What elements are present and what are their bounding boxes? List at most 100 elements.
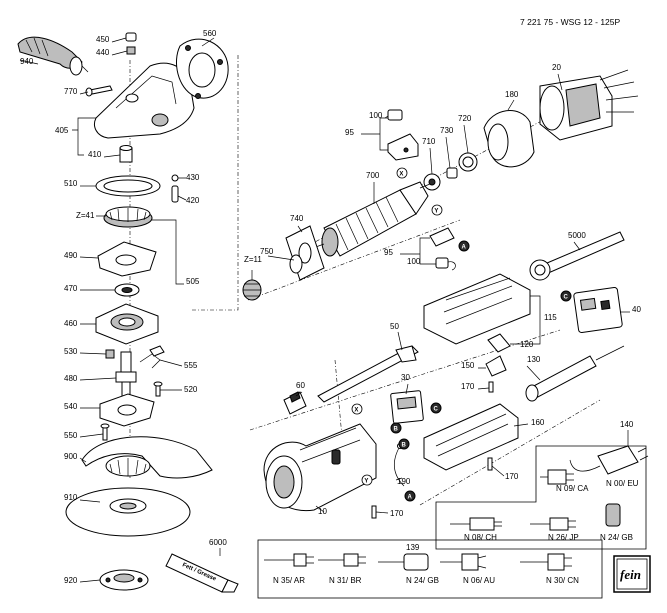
- plug-variants-box-bottom: [257, 539, 603, 599]
- connection-marker-b2: B: [398, 438, 410, 450]
- clamping-nut-920: [99, 569, 149, 591]
- part-label-60: 60: [296, 381, 305, 390]
- part-label-420: 420: [186, 196, 200, 205]
- part-label-920: 920: [64, 576, 78, 585]
- part-label-120: 120: [520, 340, 534, 349]
- part-label-730: 730: [440, 126, 454, 135]
- diagram-title: 7 221 75 - WSG 12 - 125P: [520, 17, 620, 27]
- part-label-150: 150: [461, 361, 475, 370]
- part-label-20: 20: [552, 63, 561, 72]
- screw-550: [100, 423, 110, 441]
- bevel-gear-z41: [103, 206, 153, 228]
- seal-ring-510: [95, 175, 161, 197]
- washer-750: [289, 254, 303, 274]
- gear-housing-405: [94, 62, 195, 139]
- motor-housing-10: [263, 423, 377, 512]
- part-label-520: 520: [184, 385, 198, 394]
- leader-lines: [19, 37, 630, 583]
- plug-label-n08ch: N 08/ CH: [464, 533, 497, 542]
- part-label-190: 190: [397, 477, 411, 486]
- part-label-530: 530: [64, 347, 78, 356]
- stator-20: [539, 69, 639, 141]
- plug-label-n09ca: N 09/ CA: [556, 484, 589, 493]
- ref-marker-x-2: [351, 403, 363, 415]
- part-label-450: 450: [96, 35, 110, 44]
- part-label-510: 510: [64, 179, 78, 188]
- screw-530: [105, 349, 115, 359]
- switch-40: [573, 287, 623, 333]
- part-label-10: 10: [318, 507, 327, 516]
- part-label-405: 405: [55, 126, 69, 135]
- part-label-95: 95: [345, 128, 354, 137]
- lock-spring-555: [139, 345, 165, 369]
- part-label-910: 910: [64, 493, 78, 502]
- slide-switch-bar-50: [317, 345, 419, 403]
- part-label-100: 100: [369, 111, 383, 120]
- pinion-z11: [242, 279, 262, 301]
- plug-variants-box-right: [435, 445, 647, 550]
- gasket-560: [176, 38, 229, 99]
- part-label-900: 900: [64, 452, 78, 461]
- plug-label-n31br: N 31/ BR: [329, 576, 362, 585]
- part-label-z11: Z=11: [244, 255, 262, 264]
- part-label-170: 170: [505, 472, 519, 481]
- grinding-disc-910: [65, 487, 191, 537]
- part-number-labels: 940450440560770405410430510420Z=41490505…: [20, 29, 641, 585]
- part-label-100: 100: [407, 257, 421, 266]
- part-label-700: 700: [366, 171, 380, 180]
- screw-770: [85, 85, 113, 97]
- part-label-410: 410: [88, 150, 102, 159]
- flange-540: [99, 393, 155, 427]
- part-label-6000: 6000: [209, 538, 227, 547]
- part-label-130: 130: [527, 355, 541, 364]
- part-label-480: 480: [64, 374, 78, 383]
- cable-130: [525, 345, 625, 402]
- part-label-540: 540: [64, 402, 78, 411]
- bearing-flange-460: [95, 303, 159, 345]
- ref-marker-x-0: [396, 167, 408, 179]
- ref-marker-label-y: Y: [434, 209, 438, 215]
- part-label-750: 750: [260, 247, 274, 256]
- brush-holder-95b: [429, 227, 456, 271]
- clamp-150: [485, 355, 507, 377]
- plug-label-n24gb: N 24/ GB: [600, 533, 633, 542]
- cover-115: [423, 273, 531, 345]
- connection-marker-a1: A: [458, 240, 470, 252]
- plug-label-n00eu: N 00/ EU: [606, 479, 639, 488]
- ref-marker-label-y: Y: [364, 479, 368, 485]
- part-label-740: 740: [290, 214, 304, 223]
- part-label-505: 505: [186, 277, 200, 286]
- plug-label-n24gb: N 24/ GB: [406, 576, 439, 585]
- screw-170: [488, 381, 494, 393]
- spring-420: [171, 185, 179, 203]
- part-label-460: 460: [64, 319, 78, 328]
- part-label-30: 30: [401, 373, 410, 382]
- cable-plug-140: [569, 445, 649, 475]
- clip-120: [487, 333, 511, 353]
- part-label-95: 95: [384, 248, 393, 257]
- part-label-490: 490: [64, 251, 78, 260]
- part-label-5000: 5000: [568, 231, 586, 240]
- brush-holder-95: [387, 109, 419, 161]
- plug-label-139: 139: [406, 543, 420, 552]
- sleeve-730: [446, 167, 458, 179]
- ref-marker-label-x: X: [399, 172, 403, 178]
- marker-a-label-2: A: [408, 495, 413, 501]
- marker-b-label-2: B: [402, 443, 407, 449]
- spindle-480: [115, 351, 137, 397]
- part-label-430: 430: [186, 173, 200, 182]
- part-label-115: 115: [544, 313, 557, 322]
- part-label-50: 50: [390, 322, 399, 331]
- screw-170c: [371, 505, 377, 519]
- marker-a-label-1: A: [462, 245, 467, 251]
- part-label-440: 440: [96, 48, 110, 57]
- connection-marker-b1: B: [390, 422, 402, 434]
- part-label-170: 170: [461, 382, 475, 391]
- handle-cover-160: [423, 403, 519, 471]
- part-label-z41: Z=41: [76, 211, 95, 220]
- lock-60: [283, 391, 307, 415]
- part-label-170: 170: [390, 509, 404, 518]
- ref-marker-y-1: [431, 204, 443, 216]
